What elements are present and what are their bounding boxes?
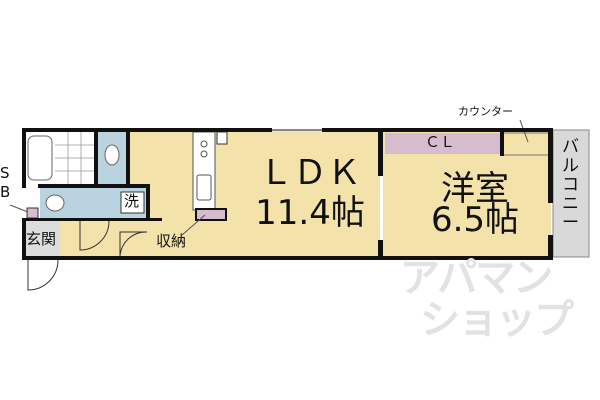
hallway-floor [60, 218, 152, 257]
shoe-box [26, 207, 39, 219]
stove-icon [200, 140, 208, 148]
sink-icon [45, 194, 65, 212]
ldk-floor [128, 131, 380, 257]
watermark-logo: アパマン [400, 255, 553, 301]
walls [22, 128, 553, 260]
sb-leader [9, 204, 29, 213]
bathtub [27, 135, 53, 181]
watermark-logo: ショップ [420, 297, 574, 343]
counter-label: カウンター [458, 105, 513, 118]
counter-area [502, 132, 551, 156]
stove-icon [200, 150, 208, 158]
western-room-size: 6.5帖 [430, 200, 520, 240]
balcony-label: バルコニー [562, 137, 579, 233]
washer-box [120, 191, 145, 214]
western-room-label: 洋室 [441, 169, 509, 209]
toilet-hall-door [119, 231, 148, 257]
washroom-label: 洗 [124, 192, 140, 210]
kitchen-sink-icon [196, 174, 212, 201]
storage [195, 208, 227, 221]
closet [385, 133, 500, 154]
entrance-label: 玄関 [26, 230, 57, 248]
balcony [552, 129, 590, 258]
closet-label: ＣＬ [425, 133, 456, 151]
entrance-door [27, 259, 59, 291]
fridge-space [216, 131, 228, 145]
washroom-door [79, 220, 110, 251]
ldk-label: ＬＤＫ [259, 153, 361, 193]
shoe-box-label: S B [0, 164, 11, 201]
storage-label: 収納 [156, 232, 187, 250]
toilet-icon [104, 144, 120, 166]
storage-leader [181, 214, 206, 236]
ldk-size: 11.4帖 [255, 193, 365, 233]
entrance-floor [24, 221, 60, 257]
